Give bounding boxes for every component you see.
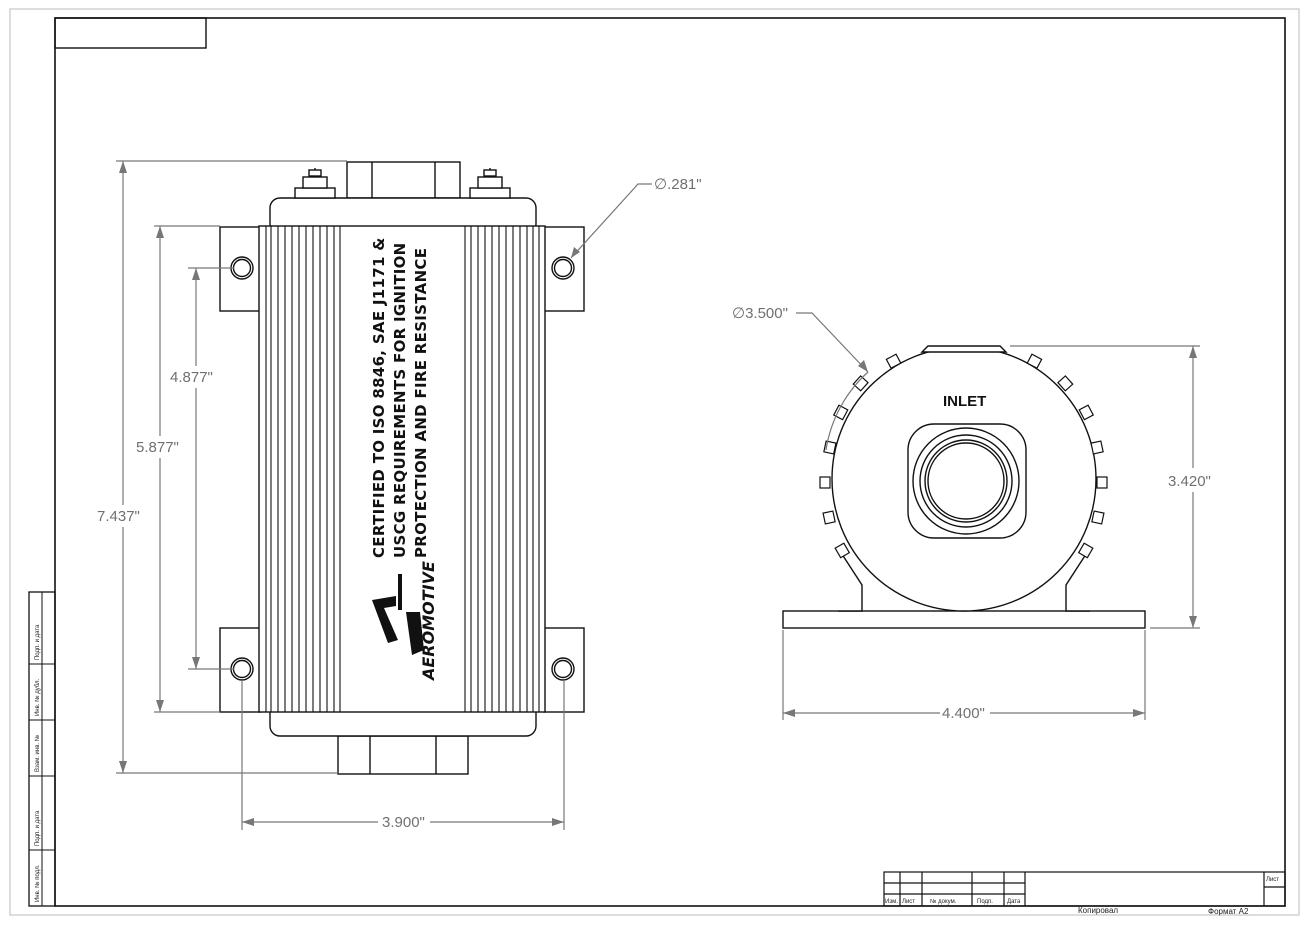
sheet-border (9, 8, 1300, 916)
front-dimension-arrows (119, 161, 580, 826)
dim-hole-diameter: ∅.281" (654, 176, 702, 193)
front-dimensions (116, 160, 652, 830)
stamp-label-3: Взам. инв. № (34, 735, 41, 772)
cert-line-3: PROTECTION AND FIRE RESISTANCE (412, 248, 430, 558)
dim-overall-height: 7.437" (97, 508, 140, 525)
hole-bottom-left (230, 657, 254, 681)
dim-width-between-holes: 3.900" (382, 814, 425, 831)
logo-text: AEROMOTIVE (419, 561, 438, 682)
col-label-list: Лист (902, 899, 915, 905)
col-label-data: Дата (1007, 899, 1021, 905)
side-dimensions (782, 312, 1200, 720)
hole-top-left (230, 256, 254, 280)
side-dimension-arrows (783, 346, 1197, 717)
cert-line-1: CERTIFIED TO ISO 8846, SAE J1171 & (370, 237, 388, 558)
hole-bottom-right (551, 657, 575, 681)
col-label-izm: Изм. (885, 899, 898, 905)
inlet-label: INLET (943, 393, 986, 410)
dim-base-width: 4.400" (942, 705, 985, 722)
format-label: Формат A2 (1208, 907, 1249, 916)
dim-mount-outer: 5.877" (136, 439, 179, 456)
cert-line-2: USCG REQUIREMENTS FOR IGNITION (391, 242, 409, 558)
side-view (782, 345, 1146, 629)
front-view (219, 161, 585, 775)
dim-mount-inner: 4.877" (170, 369, 213, 386)
dim-body-diameter: ∅3.500" (732, 305, 788, 322)
stamp-label-1: Подп. и дата (35, 624, 41, 660)
terminal-right (469, 168, 511, 199)
aeromotive-logo-icon (372, 574, 424, 655)
stamp-label-5: Инв. № подл. (34, 864, 41, 902)
dim-side-height: 3.420" (1168, 473, 1211, 490)
copied-label: Копировал (1078, 906, 1118, 915)
stamp-label-2: Инв. № дубл. (34, 679, 41, 716)
title-block (883, 871, 1286, 907)
col-label-doc: № докум. (930, 898, 957, 905)
stamp-label-4: Подп. и дата (35, 810, 41, 846)
hole-top-right (551, 256, 575, 280)
terminal-left (294, 168, 336, 199)
side-stamp-column (28, 591, 56, 907)
sheet-label: Лист (1266, 877, 1279, 883)
col-label-podp: Подп. (977, 899, 993, 905)
